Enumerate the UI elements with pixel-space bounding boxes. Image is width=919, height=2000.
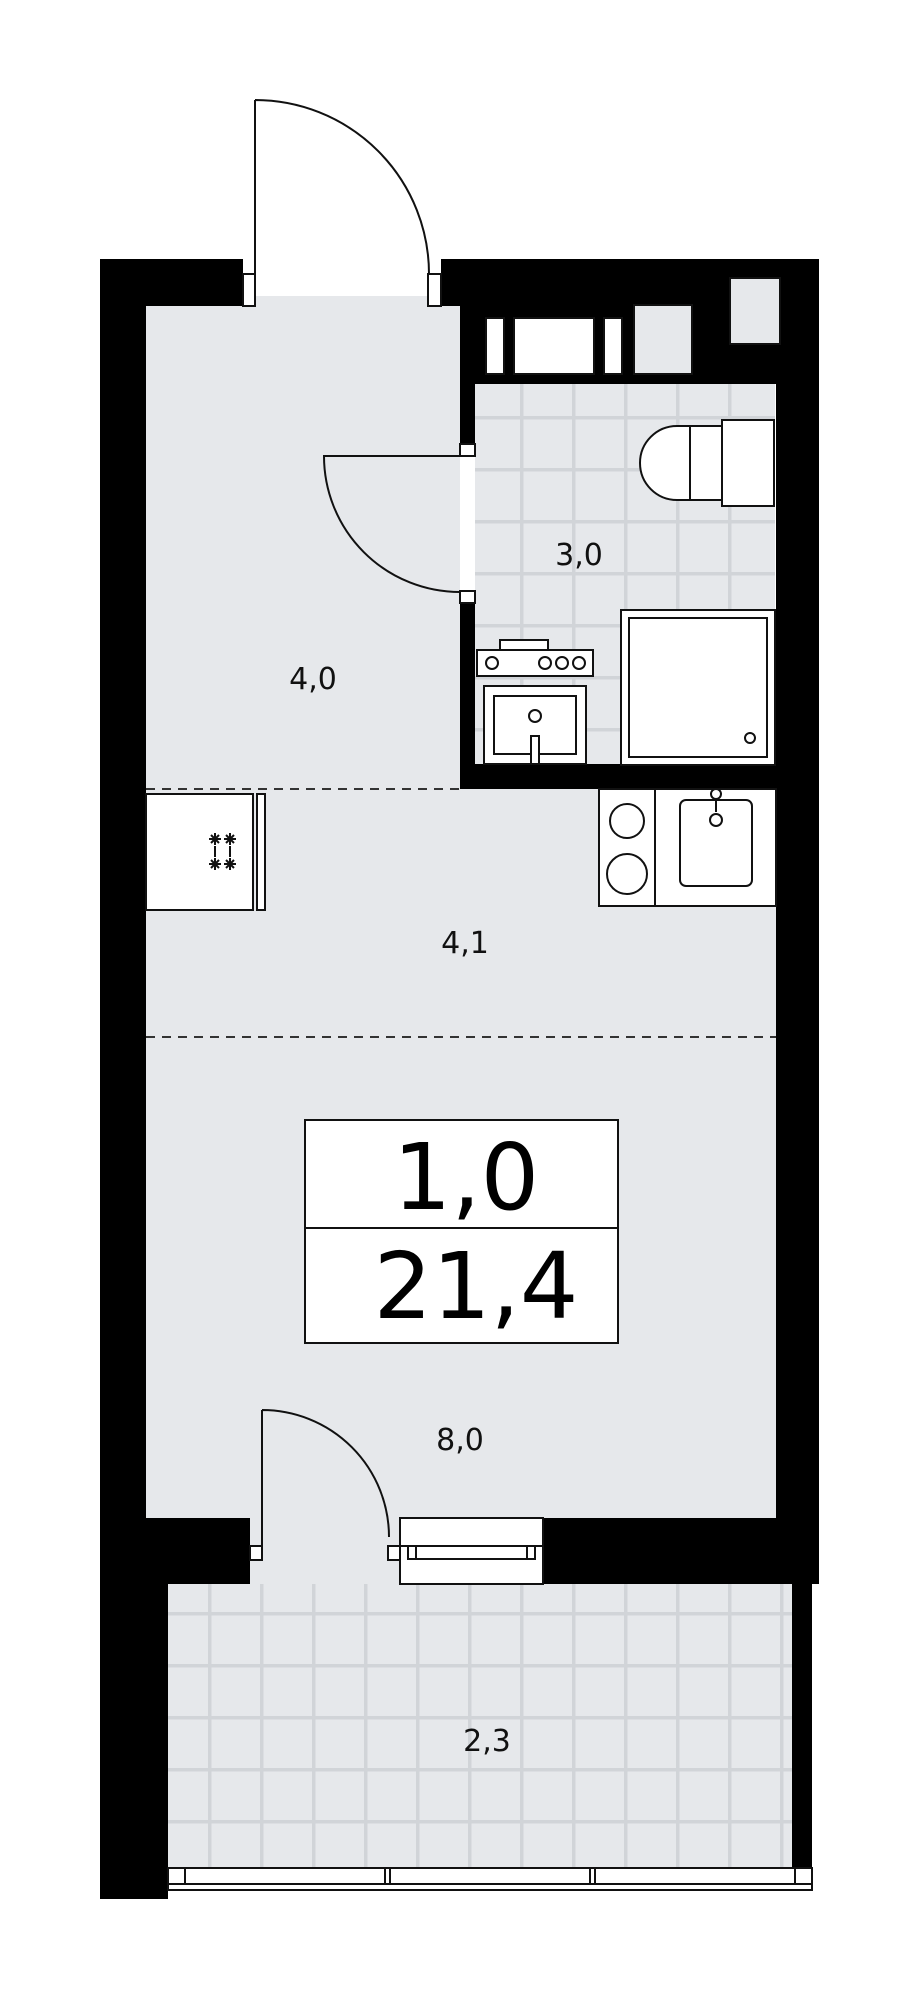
area-summary-box: 1,0 21,4: [304, 1119, 619, 1344]
balcony-door: [249, 1409, 401, 1561]
refrigerator: [145, 793, 266, 911]
kitchen-area-label: 4,1: [441, 926, 489, 961]
toilet-fixture: [639, 419, 775, 507]
kitchen-sink: [654, 788, 777, 907]
snowflake-icon: [209, 833, 236, 870]
hall-area-label: 4,0: [289, 662, 337, 697]
bathroom-area-label: 3,0: [555, 538, 603, 573]
hall-floor: [146, 306, 460, 789]
ventilation-shafts: [485, 277, 781, 375]
cooktop: [598, 788, 656, 907]
rooms-count: 1,0: [393, 1124, 539, 1231]
balcony-window: [399, 1517, 544, 1585]
balcony-railing: [167, 1867, 813, 1891]
total-area: 21,4: [374, 1233, 579, 1340]
balcony-area-label: 2,3: [463, 1724, 511, 1759]
living-area-label: 8,0: [436, 1423, 484, 1458]
entry-threshold: [243, 296, 441, 310]
shower-tray: [620, 609, 776, 766]
balcony-floor: [168, 1584, 792, 1868]
entrance-door: [242, 99, 442, 307]
bathroom-door: [322, 443, 476, 604]
balcony-threshold: [250, 1518, 400, 1584]
washing-machine: [476, 639, 594, 765]
